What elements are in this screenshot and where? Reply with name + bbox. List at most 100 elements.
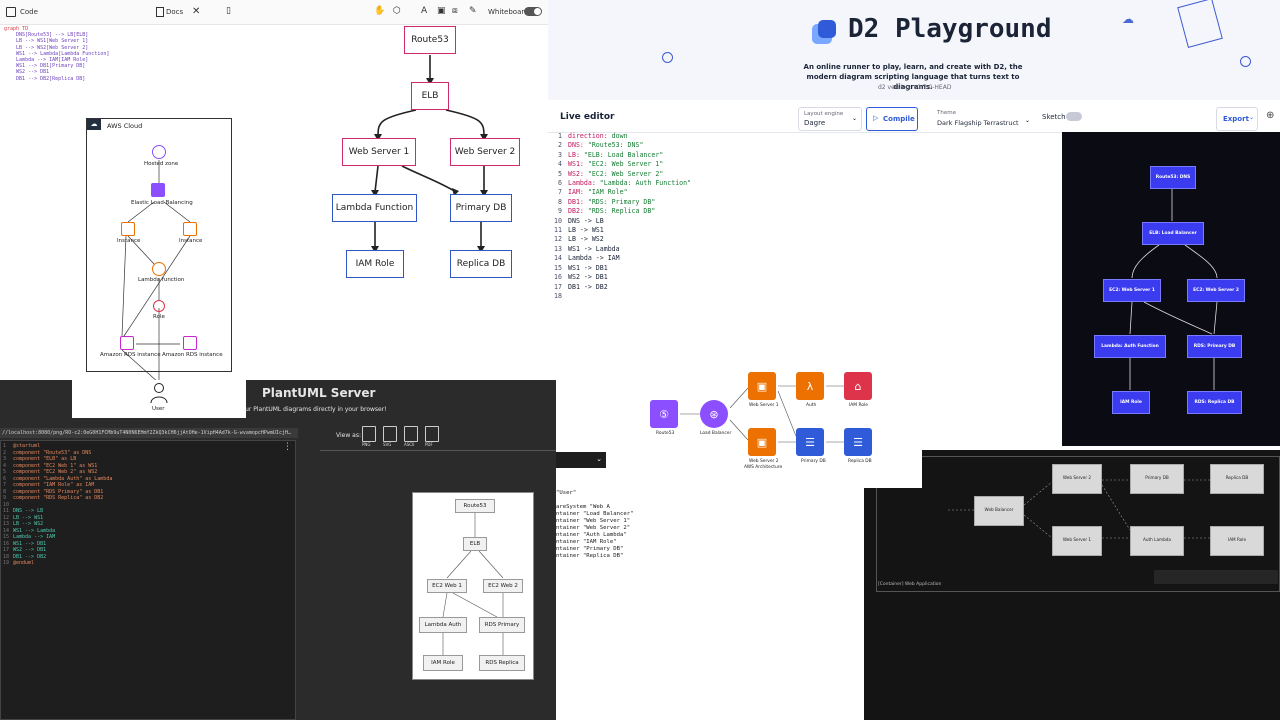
rds-icon-primary[interactable]: ☰ [796, 428, 824, 456]
load-balancer-icon[interactable]: ⊛ [700, 400, 728, 428]
line-number: 10 [554, 216, 562, 225]
lambda-icon[interactable]: λ [796, 372, 824, 400]
plantuml-node-elb[interactable]: ELB [463, 537, 487, 551]
line-number: 5 [3, 469, 7, 475]
d2-code-key: direction: [568, 132, 612, 140]
c4-code-line: "User" [556, 490, 577, 496]
dark-node-auth[interactable]: Auth Lambda [1130, 526, 1184, 556]
plantuml-tagline: Create your PlantUML diagrams directly i… [216, 406, 387, 413]
plantuml-node-web1[interactable]: EC2 Web 1 [427, 579, 467, 593]
layout-engine-value: Dagre [804, 119, 826, 127]
ec2-icon-1[interactable]: ▣ [748, 372, 776, 400]
d2-node-iam[interactable]: IAM Role [1112, 391, 1150, 414]
close-icon[interactable]: ✕ [192, 6, 201, 17]
c4-select[interactable]: ⌄ [556, 452, 606, 468]
dark-node-replica[interactable]: Replica DB [1210, 464, 1264, 494]
mermaid-node-primary[interactable]: Primary DB [450, 194, 512, 222]
mermaid-code[interactable]: graph TD DNS[Route53] --> LB[ELB] LB -->… [0, 24, 216, 94]
line-number: 17 [554, 282, 562, 291]
paint-icon[interactable]: ✎ [469, 6, 477, 16]
d2-node-ws1[interactable]: EC2: Web Server 1 [1103, 279, 1161, 302]
layout-engine-select[interactable]: Layout engine Dagre ⌄ [798, 107, 862, 131]
d2-node-dns[interactable]: Route53: DNS [1150, 166, 1196, 189]
dark-node-ws2[interactable]: Web Server 2 [1052, 464, 1102, 494]
rds-icon-replica[interactable]: ☰ [844, 428, 872, 456]
c4-code-line: ntainer "IAM Role" [556, 539, 617, 545]
whiteboard-toggle[interactable] [524, 7, 542, 16]
d2-code-key: WS1: [568, 160, 588, 169]
image-icon[interactable]: ▣ [437, 6, 446, 16]
line-number: 19 [3, 560, 10, 566]
format-button-pdf[interactable]: PDF [425, 426, 439, 447]
d2-code-value: down [611, 132, 628, 140]
export-button[interactable]: Export ⌄ [1216, 107, 1258, 131]
d2-code-value: "RDS: Replica DB" [587, 207, 656, 216]
dark-node-iam[interactable]: IAM Role [1210, 526, 1264, 556]
mermaid-node-ws2[interactable]: Web Server 2 [450, 138, 520, 166]
shape-icon[interactable]: ⬡ [393, 6, 401, 16]
format-button-png[interactable]: PNG [362, 426, 376, 447]
line-number: 10 [3, 501, 10, 508]
live-editor-label: Live editor [560, 112, 615, 122]
mermaid-node-ws1[interactable]: Web Server 1 [342, 138, 416, 166]
book-icon[interactable]: ▯ [226, 6, 231, 16]
plantuml-node-iam[interactable]: IAM Role [423, 655, 463, 671]
sketch-toggle[interactable] [1066, 112, 1082, 121]
iam-icon[interactable]: ⌂ [844, 372, 872, 400]
mermaid-code-line: WS2 --> DB1 [4, 69, 50, 76]
plantuml-node-web2[interactable]: EC2 Web 2 [483, 579, 523, 593]
line-number: 18 [554, 291, 562, 300]
dark-node-ws1[interactable]: Web Server 1 [1052, 526, 1102, 556]
mermaid-node-iam[interactable]: IAM Role [346, 250, 404, 278]
plantuml-code-text: component "ELB" as LB [13, 456, 77, 462]
zoom-in-icon[interactable]: ⊕ [1266, 110, 1275, 121]
dark-node-primary[interactable]: Primary DB [1130, 464, 1184, 494]
frame-icon[interactable]: ⧈ [452, 6, 458, 16]
route53-icon[interactable]: ⑤ [650, 400, 678, 428]
d2-node-ws2[interactable]: EC2: Web Server 2 [1187, 279, 1245, 302]
d2-code-key: IAM: [568, 188, 588, 197]
dark-scrollbar[interactable] [1154, 570, 1278, 584]
dark-node-balancer[interactable]: Web Balancer [974, 496, 1024, 526]
mermaid-node-elb[interactable]: ELB [411, 82, 449, 110]
format-button-ascii[interactable]: ASCII [404, 426, 418, 447]
user-actor[interactable]: User [72, 380, 246, 418]
plantuml-node-primary[interactable]: RDS Primary [479, 617, 525, 633]
line-number: 11 [3, 508, 10, 514]
hand-icon[interactable]: ✋ [374, 6, 386, 16]
plantuml-url[interactable]: //localhost:8080/png/RO-c2:0eG0H1FCMb9uT… [0, 428, 298, 438]
compile-button[interactable]: ▷ Compile [866, 107, 918, 131]
instance-icon-1 [121, 222, 135, 236]
more-icon[interactable]: ⋮ [283, 442, 292, 452]
plantuml-code-text: @enduml [13, 560, 35, 566]
user-icon [150, 383, 168, 404]
code-tab[interactable]: Code [20, 8, 38, 16]
ec2-icon-2[interactable]: ▣ [748, 428, 776, 456]
cloud-icon: ☁ [87, 119, 101, 130]
d2-node-lb[interactable]: ELB: Load Balancer [1142, 222, 1204, 245]
plantuml-node-route53[interactable]: Route53 [455, 499, 495, 513]
d2-node-lambda[interactable]: Lambda: Auth Function [1094, 335, 1166, 358]
mermaid-node-route53[interactable]: Route53 [404, 26, 456, 54]
rds-label-1: Amazon RDS instance [100, 352, 161, 358]
mermaid-node-replica[interactable]: Replica DB [450, 250, 512, 278]
line-number: 5 [558, 169, 562, 178]
d2-node-db1[interactable]: RDS: Primary DB [1187, 335, 1242, 358]
d2-node-db2[interactable]: RDS: Replica DB [1187, 391, 1242, 414]
chevron-down-icon: ⌄ [596, 455, 602, 463]
format-button-svg[interactable]: SVG [383, 426, 397, 447]
docs-tab[interactable]: Docs [166, 8, 184, 16]
d2-version: d2 version: v0.7.0-HEAD [878, 84, 952, 91]
plantuml-node-replica[interactable]: RDS Replica [479, 655, 525, 671]
plantuml-node-lambda[interactable]: Lambda Auth [419, 617, 467, 633]
mermaid-node-lambda[interactable]: Lambda Function [332, 194, 417, 222]
text-icon[interactable]: A [421, 6, 428, 16]
view-as-label: View as: [336, 432, 361, 439]
line-number: 14 [3, 527, 10, 534]
theme-select[interactable]: Theme Dark Flagship Terrastruct ⌄ [932, 107, 1032, 129]
